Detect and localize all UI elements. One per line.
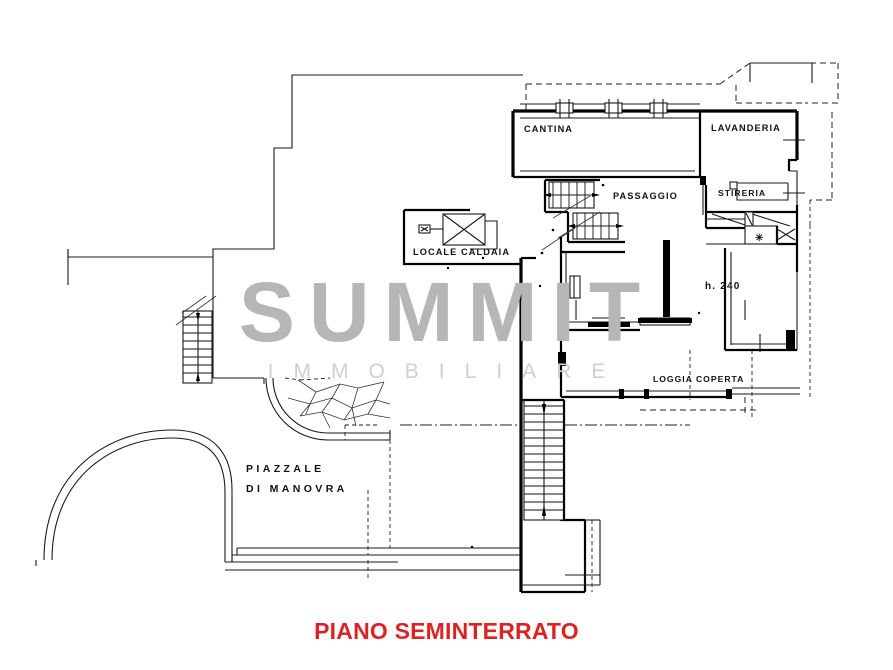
window-symbols-top: [555, 99, 668, 118]
room-label-cantina: CANTINA: [524, 124, 573, 134]
terrace-outline: [67, 74, 523, 379]
passaggio-and-stairs: PASSAGGIO: [540, 178, 678, 255]
room-label-loggia-coperta: LOGGIA COPERTA: [653, 374, 744, 384]
upper-block: CANTINA LAVANDERIA STIRERIA: [511, 62, 839, 400]
plan-caption: PIANO SEMINTERRATO: [314, 618, 579, 644]
room-label-passaggio: PASSAGGIO: [613, 191, 678, 201]
bottom-apron: [231, 490, 601, 592]
room-label-lavanderia: LAVANDERIA: [711, 123, 781, 133]
height-annotation: h. 240: [705, 281, 741, 292]
piazzale-label-line1: PIAZZALE: [246, 463, 325, 475]
staircase-main: [400, 398, 690, 521]
stone-paving: [265, 377, 391, 441]
core-room: h. 240: [559, 237, 798, 352]
room-loggia-coperta: LOGGIA COPERTA: [558, 275, 800, 420]
room-label-stireria: STIRERIA: [718, 188, 766, 198]
staircase-left: [175, 295, 217, 384]
room-label-locale-caldaia: LOCALE CALDAIA: [413, 247, 510, 257]
drain-icon: ✳: [755, 233, 765, 244]
piazzale-outline: PIAZZALE DI MANOVRA: [246, 378, 391, 548]
piazzale-label-line2: DI MANOVRA: [246, 483, 348, 495]
driveway-curve: [35, 429, 520, 571]
leader-marks: [446, 256, 701, 549]
room-locale-caldaia: LOCALE CALDAIA: [413, 213, 510, 257]
